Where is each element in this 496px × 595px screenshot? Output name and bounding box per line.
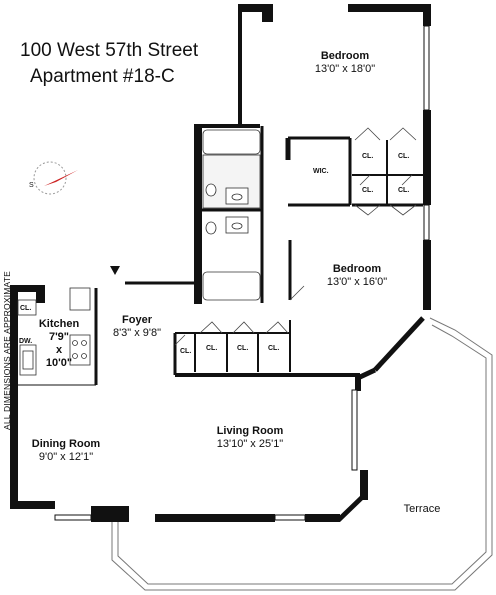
interior-walls	[18, 126, 425, 386]
closet-label: CL.	[237, 345, 249, 352]
room-dining: Dining Room 9'0" x 12'1"	[26, 438, 106, 464]
room-dimensions: 13'0" x 16'0"	[326, 276, 388, 288]
room-living: Living Room 13'10" x 25'1"	[195, 425, 305, 451]
room-dimension-separator: x	[55, 344, 63, 356]
dimensions-note: ALL DIMENSIONS ARE APPROXIMATE	[2, 270, 12, 430]
room-name: Kitchen	[38, 318, 80, 330]
address-title: 100 West 57th Street	[20, 40, 199, 61]
room-name: Foyer	[122, 314, 152, 326]
room-name: Bedroom	[332, 263, 382, 275]
entry-arrow-icon	[110, 266, 120, 275]
windows	[54, 25, 430, 521]
room-name: Living Room	[216, 425, 284, 437]
room-dimensions: 13'10" x 25'1"	[216, 438, 284, 450]
room-dimension-length: 10'0"	[45, 357, 73, 369]
room-terrace: Terrace	[392, 503, 452, 516]
closet-label: CL.	[362, 153, 374, 160]
closet-label: CL.	[268, 345, 280, 352]
room-name: Bedroom	[320, 50, 370, 62]
compass-needle-icon	[44, 170, 78, 186]
closet-label: CL.	[398, 153, 410, 160]
room-name: Dining Room	[31, 438, 101, 450]
room-name: Terrace	[403, 503, 441, 515]
terrace-outline	[111, 317, 493, 591]
compass-letter: S	[29, 182, 34, 189]
kitchen-fixtures	[17, 287, 91, 376]
bath-fixtures	[202, 129, 261, 301]
closet-label: CL.	[362, 187, 374, 194]
closet-label: CL.	[398, 187, 410, 194]
room-dimensions: 13'0" x 18'0"	[314, 63, 376, 75]
room-dimensions: 9'0" x 12'1"	[38, 451, 94, 463]
dishwasher-label: DW.	[19, 338, 33, 345]
room-kitchen: Kitchen 7'9" x 10'0"	[34, 318, 84, 370]
closet-label: CL.	[206, 345, 218, 352]
exterior-walls	[10, 4, 431, 522]
room-bedroom-top: Bedroom 13'0" x 18'0"	[290, 50, 400, 76]
apartment-number: Apartment #18-C	[30, 66, 175, 87]
room-dimension-width: 7'9"	[48, 331, 70, 343]
wic-label: WIC.	[313, 168, 329, 175]
compass-icon	[33, 161, 78, 195]
room-dimensions: 8'3" x 9'8"	[112, 327, 162, 339]
closet-label: CL.	[180, 348, 192, 355]
closet-label: CL.	[20, 305, 32, 312]
room-bedroom-middle: Bedroom 13'0" x 16'0"	[302, 263, 412, 289]
door-swings	[174, 127, 417, 346]
room-foyer: Foyer 8'3" x 9'8"	[102, 314, 172, 340]
